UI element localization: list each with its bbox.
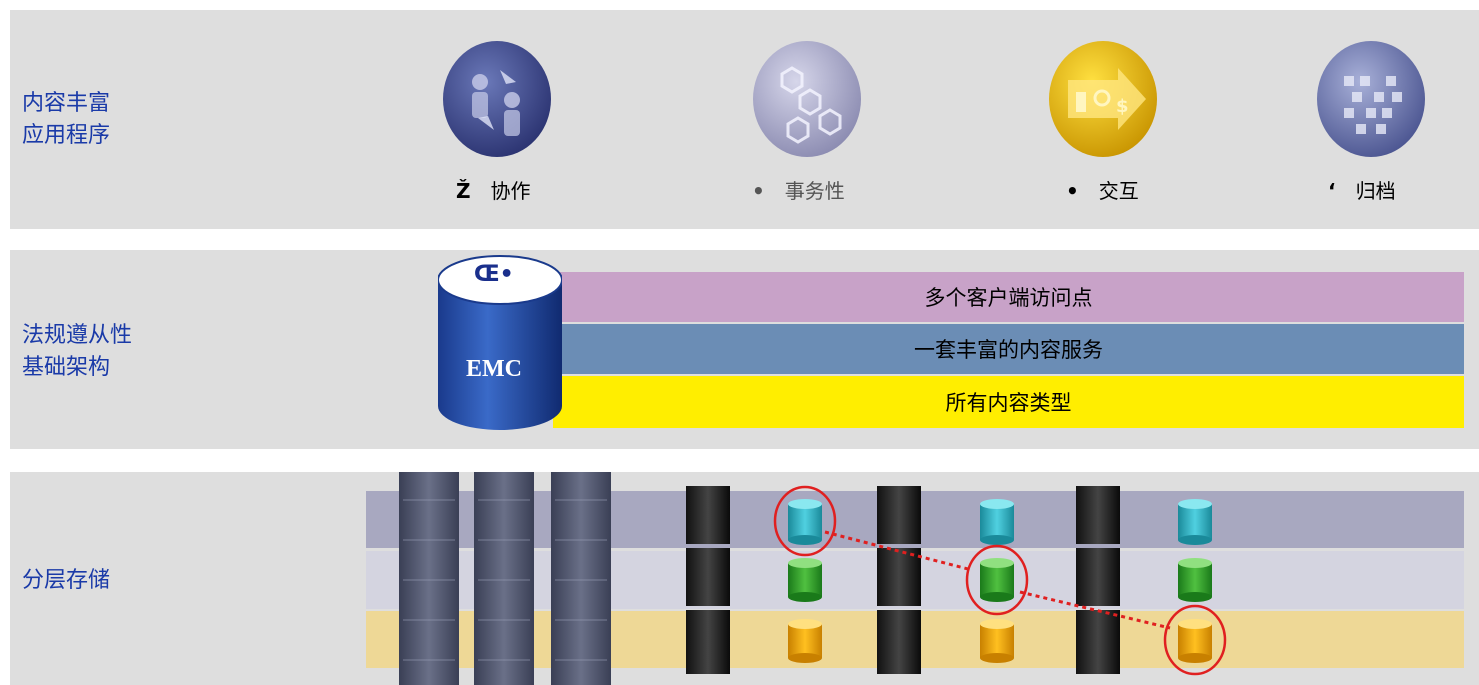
band-client-access: 多个客户端访问点: [553, 272, 1464, 322]
row-label-line: 内容丰富: [22, 91, 111, 116]
bullet: Ž: [456, 179, 471, 203]
row-label-line: 法规遵从性: [22, 323, 133, 348]
row-label-compliance: 法规遵从性 基础架构: [22, 320, 132, 384]
app-caption-archive: ‘ 归档: [1328, 175, 1396, 204]
band-content-services: 一套丰富的内容服务: [553, 324, 1464, 374]
migration-path: [773, 485, 1227, 676]
row-label-applications: 内容丰富 应用程序: [22, 88, 110, 152]
app-caption-transaction: • 事务性: [752, 175, 845, 204]
bullet: ‘: [1328, 179, 1336, 203]
svg-text:$: $: [1116, 96, 1129, 117]
caption-text: 交互: [1098, 179, 1139, 203]
row-label-line: 分层存储: [22, 568, 111, 593]
emc-logo: EMC: [466, 356, 522, 382]
disk-icon: [788, 499, 1212, 663]
caption-text: 事务性: [784, 179, 845, 203]
server-icon: [686, 486, 1120, 674]
cylinder-label: Œ•: [474, 262, 514, 287]
bullet: •: [752, 179, 765, 203]
archive-icon: [1317, 41, 1425, 157]
band-content-types: 所有内容类型: [553, 376, 1464, 428]
emc-cylinder-icon: EMC: [438, 255, 562, 430]
bullet: •: [1066, 179, 1079, 203]
row-label-storage: 分层存储: [22, 565, 110, 597]
storage-rack-icon: [399, 472, 611, 685]
interaction-icon: $: [1049, 41, 1157, 157]
row-label-line: 基础架构: [22, 355, 111, 380]
applications-panel: [10, 10, 1479, 229]
collaboration-icon: [443, 41, 551, 157]
transaction-icon: [753, 41, 861, 157]
caption-text: 归档: [1355, 179, 1396, 203]
app-caption-collaboration: Ž 协作: [456, 175, 531, 204]
app-caption-interaction: • 交互: [1066, 175, 1139, 204]
row-label-line: 应用程序: [22, 123, 111, 148]
caption-text: 协作: [490, 179, 531, 203]
